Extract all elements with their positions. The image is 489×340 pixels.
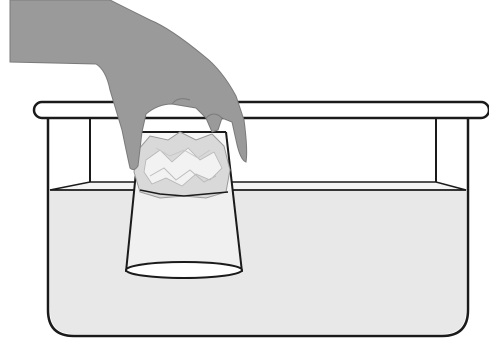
container-rim: [34, 102, 489, 118]
water-icon: [50, 182, 466, 334]
glass-mouth: [126, 262, 242, 278]
water-body: [50, 190, 466, 334]
glass-lower: [126, 190, 242, 272]
water-surface: [50, 182, 466, 190]
crumpled-paper-icon: [134, 132, 230, 198]
